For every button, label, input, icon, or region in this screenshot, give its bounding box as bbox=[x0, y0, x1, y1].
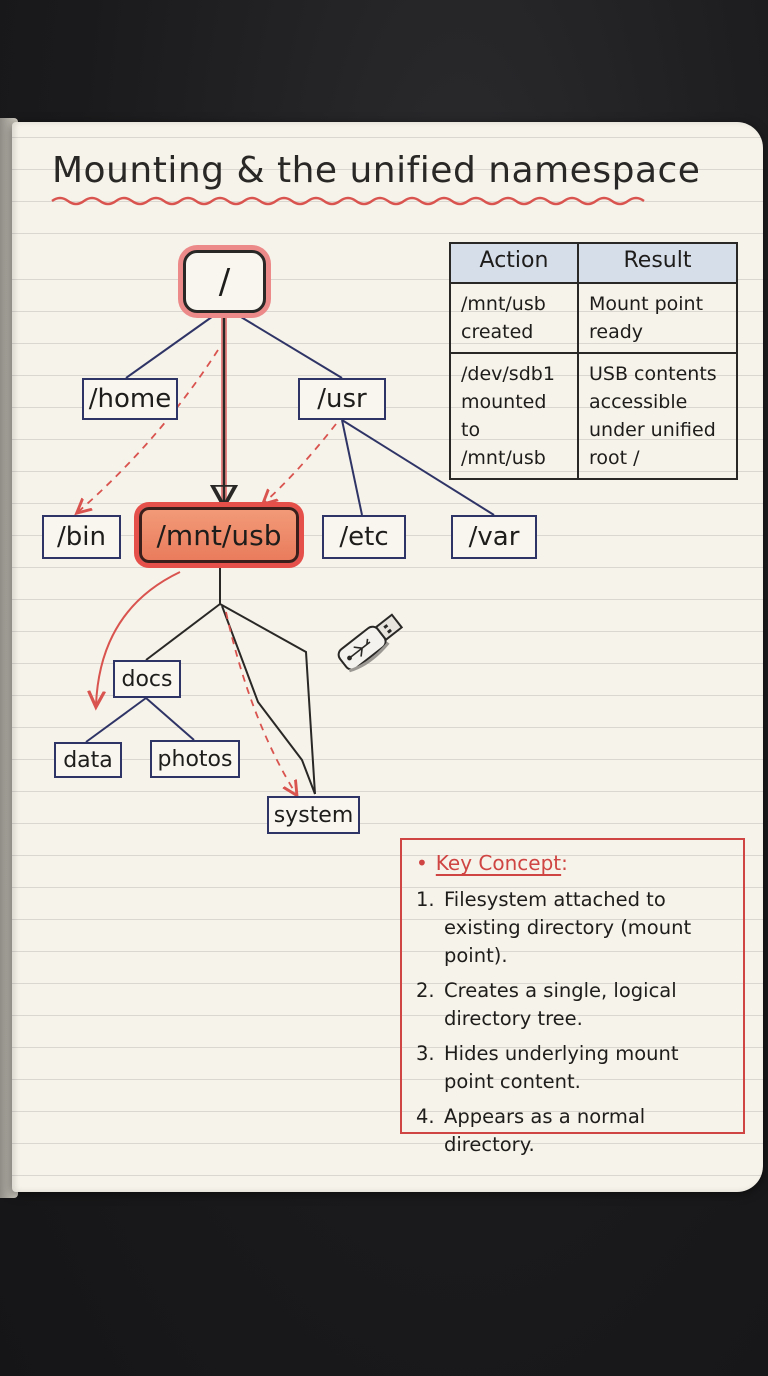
action-result-table: Action Result /mnt/usb created Mount poi… bbox=[449, 242, 738, 480]
node-data: data bbox=[54, 742, 122, 778]
node-photos: photos bbox=[150, 740, 240, 778]
table-row: /mnt/usb created Mount point ready bbox=[449, 282, 738, 354]
edge-root-usr bbox=[235, 313, 343, 379]
list-item: 4.Appears as a normal directory. bbox=[416, 1105, 646, 1156]
edge-mount-system bbox=[219, 603, 316, 795]
node-home: /home bbox=[82, 378, 178, 420]
node-docs: docs bbox=[113, 660, 181, 698]
page-title: Mounting & the unified namespace bbox=[52, 150, 701, 191]
edge-root-home bbox=[125, 313, 217, 379]
node-bin: /bin bbox=[42, 515, 121, 559]
edge-usr-etc bbox=[341, 419, 363, 516]
node-usr: /usr bbox=[298, 378, 386, 420]
table-cell-action: /dev/sdb1 mounted to /mnt/usb bbox=[449, 352, 579, 480]
key-concept-box: • Key Concept: 1.Filesystem attached to … bbox=[400, 838, 745, 1156]
key-concept-heading: • Key Concept: bbox=[416, 848, 733, 878]
edge-docs-data bbox=[85, 697, 147, 743]
table-header-result: Result bbox=[577, 242, 738, 284]
title-underline bbox=[51, 196, 645, 206]
usb-drive-icon bbox=[337, 613, 404, 673]
key-concept-list: 1.Filesystem attached to existing direct… bbox=[416, 886, 733, 1159]
node-mount-usb: /mnt/usb bbox=[139, 507, 299, 563]
list-item: 3.Hides underlying mount point content. bbox=[416, 1042, 679, 1093]
edge-docs-photos bbox=[145, 697, 195, 741]
list-item: 1.Filesystem attached to existing direct… bbox=[416, 888, 692, 967]
node-var: /var bbox=[451, 515, 537, 559]
bullet-icon: • bbox=[416, 851, 428, 875]
key-concept-colon: : bbox=[561, 851, 568, 875]
table-header-action: Action bbox=[449, 242, 579, 284]
table-cell-result: USB contents accessible under unified ro… bbox=[577, 352, 738, 480]
node-root: / bbox=[183, 250, 266, 313]
node-etc: /etc bbox=[322, 515, 406, 559]
dashed-arrow-bin bbox=[78, 349, 219, 512]
edge-mount-system-2 bbox=[221, 605, 316, 795]
list-item: 2.Creates a single, logical directory tr… bbox=[416, 979, 677, 1030]
table-header-row: Action Result bbox=[449, 242, 738, 284]
dashed-arrow-system bbox=[225, 611, 296, 794]
key-concept-label: Key Concept bbox=[435, 851, 562, 875]
table-cell-action: /mnt/usb created bbox=[449, 282, 579, 354]
edge-usr-var bbox=[341, 419, 495, 516]
edge-mount-docs bbox=[145, 603, 221, 661]
curved-arrow-docs bbox=[96, 571, 181, 705]
table-cell-result: Mount point ready bbox=[577, 282, 738, 354]
table-row: /dev/sdb1 mounted to /mnt/usb USB conten… bbox=[449, 352, 738, 480]
node-system: system bbox=[267, 796, 360, 834]
dashed-arrow-usr-mount bbox=[264, 423, 337, 503]
